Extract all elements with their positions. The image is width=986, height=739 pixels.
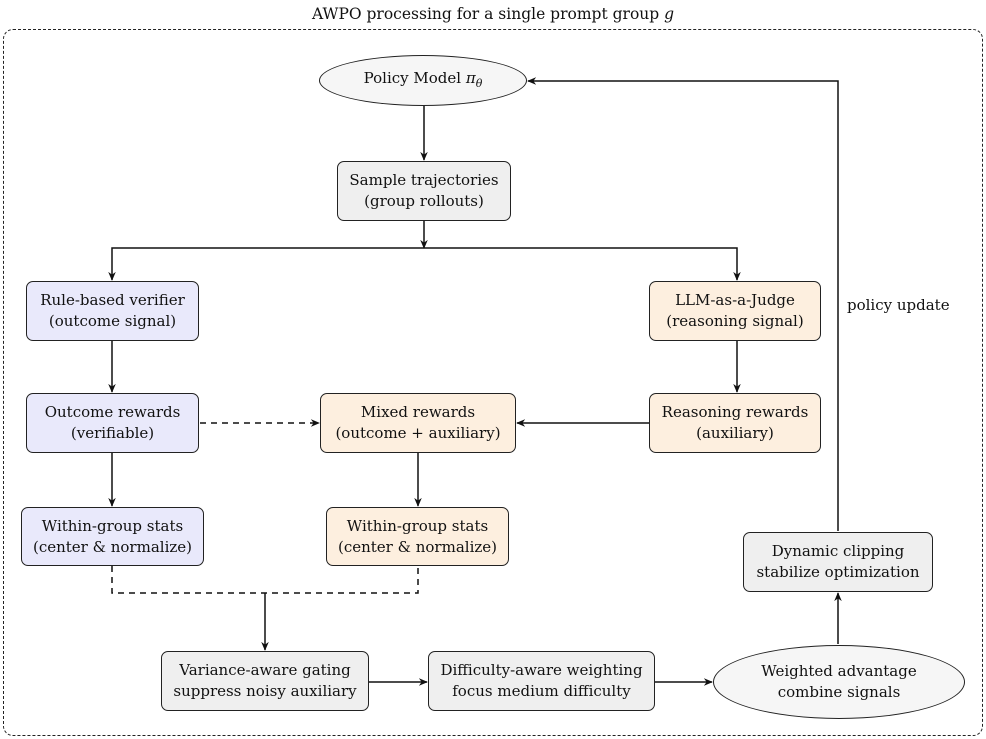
difficulty-weighting-line2: focus medium difficulty xyxy=(452,682,631,700)
llm-judge-node: LLM-as-a-Judge (reasoning signal) xyxy=(649,281,821,341)
policy-subscript: θ xyxy=(475,76,483,90)
edge-policy-update xyxy=(527,77,839,531)
stats-left-line1: Within-group stats xyxy=(41,516,184,535)
policy-symbol: π xyxy=(465,68,476,87)
group-frame xyxy=(3,29,983,736)
policy-model-label: Policy Model πθ xyxy=(363,68,483,90)
edge-split-to-judge xyxy=(424,247,741,281)
llm-judge-line2: (reasoning signal) xyxy=(666,312,804,330)
rule-verifier-line1: Rule-based verifier xyxy=(40,291,185,309)
reasoning-rewards-line1: Reasoning rewards xyxy=(661,403,809,421)
edge-stats-merge xyxy=(111,566,419,594)
policy-model-node: Policy Model πθ xyxy=(319,55,527,106)
sample-line2: (group rollouts) xyxy=(364,192,484,210)
title-text: AWPO processing for a single prompt grou… xyxy=(311,5,665,23)
dynamic-clipping-node: Dynamic clipping stabilize optimization xyxy=(743,532,933,592)
llm-judge-line1: LLM-as-a-Judge xyxy=(675,291,795,309)
variance-gating-node: Variance-aware gating suppress noisy aux… xyxy=(161,651,369,711)
weighted-advantage-node: Weighted advantage combine signals xyxy=(713,645,965,719)
reasoning-rewards-node: Reasoning rewards (auxiliary) xyxy=(649,393,821,453)
rule-verifier-node: Rule-based verifier (outcome signal) xyxy=(26,281,199,341)
dynamic-clip-line1: Dynamic clipping xyxy=(771,542,905,560)
dynamic-clip-line2: stabilize optimization xyxy=(756,563,920,581)
title-variable: g xyxy=(664,5,675,23)
stats-left-node: Within-group stats (center & normalize) xyxy=(21,507,204,566)
outcome-rewards-line2: (verifiable) xyxy=(70,424,155,442)
variance-gating-line1: Variance-aware gating xyxy=(179,661,351,679)
difficulty-weighting-line1: Difficulty-aware weighting xyxy=(440,661,643,679)
diagram-title: AWPO processing for a single prompt grou… xyxy=(0,4,986,24)
sample-trajectories-node: Sample trajectories (group rollouts) xyxy=(337,161,511,221)
stats-left-line2: (center & normalize) xyxy=(32,537,192,556)
rule-verifier-line2: (outcome signal) xyxy=(48,312,177,330)
difficulty-weighting-node: Difficulty-aware weighting focus medium … xyxy=(428,651,655,711)
stats-mid-line2: (center & normalize) xyxy=(337,537,497,556)
edge-split-to-verifier xyxy=(108,247,424,281)
stats-mid-line1: Within-group stats xyxy=(346,516,489,535)
reasoning-rewards-line2: (auxiliary) xyxy=(696,424,774,442)
sample-line1: Sample trajectories xyxy=(349,171,499,189)
variance-gating-line2: suppress noisy auxiliary xyxy=(173,682,357,700)
mixed-rewards-line1: Mixed rewards xyxy=(360,403,476,421)
policy-update-label: policy update xyxy=(847,296,950,314)
outcome-rewards-line1: Outcome rewards xyxy=(44,403,181,421)
outcome-rewards-node: Outcome rewards (verifiable) xyxy=(26,393,199,453)
weighted-adv-line1: Weighted advantage xyxy=(761,662,917,680)
stats-mid-node: Within-group stats (center & normalize) xyxy=(326,507,509,566)
weighted-adv-line2: combine signals xyxy=(777,683,901,701)
mixed-rewards-line2: (outcome + auxiliary) xyxy=(335,424,501,442)
mixed-rewards-node: Mixed rewards (outcome + auxiliary) xyxy=(320,393,516,453)
